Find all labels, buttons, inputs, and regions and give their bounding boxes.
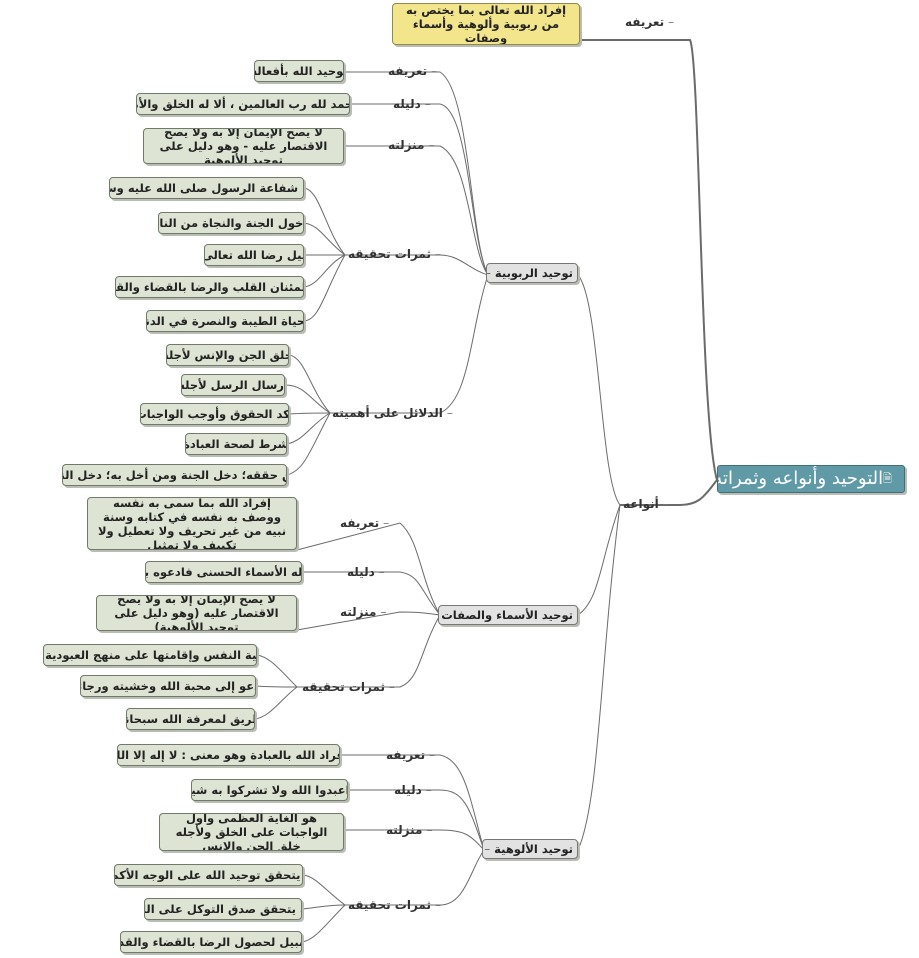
root-topic[interactable]: 🗎 التوحيد وأنواعه وثمراته (717, 465, 905, 493)
worship-status-node[interactable]: هو الغاية العظمى وأول الواجبات على الخلق… (159, 813, 344, 851)
lordship-fruit-item[interactable]: اطمئنان القلب والرضا بالقضاء والقدر (115, 276, 304, 298)
names-evidence-node[interactable]: ولله الأسماء الحسنى فادعوه بها (145, 561, 302, 583)
worship-evidence-label[interactable]: –دليله (394, 783, 432, 797)
lordship-evidence-node[interactable]: الحمد لله رب العالمين ، ألا له الخلق وال… (136, 93, 350, 115)
names-status-node[interactable]: لا يصح الإيمان إلا به ولا يصح الاقتصار ع… (96, 595, 297, 631)
names-branch[interactable]: توحيد الأسماء والصفات– (438, 605, 578, 625)
worship-branch[interactable]: توحيد الألوهية– (482, 839, 578, 859)
worship-fruit-item[interactable]: سبيل لحصول الرضا بالقضاء والقدر (120, 931, 302, 953)
worship-definition-node[interactable]: إفراد الله بالعبادة وهو معنى : لا إله إل… (117, 744, 340, 766)
names-evidence-label[interactable]: –دليله (347, 565, 385, 579)
names-fruits-label[interactable]: –ثمرات تحقيقه (302, 680, 395, 694)
lordship-importance-item[interactable]: خلق الجن والإنس لأجله (166, 344, 289, 366)
names-fruit-item[interactable]: تزكية النفس وإقامتها على منهج العبودية ل… (43, 644, 257, 666)
worship-fruits-label[interactable]: –ثمرات تحقيقه (348, 898, 441, 912)
definition-node[interactable]: إفراد الله تعالى بما يختص به من ربوبية و… (392, 3, 580, 45)
names-definition-label[interactable]: –تعريفه (340, 516, 390, 530)
names-status-label[interactable]: –منزلته (340, 605, 387, 619)
lordship-status-label[interactable]: –منزلته (388, 138, 435, 152)
lordship-branch[interactable]: توحيد الربوبية– (486, 263, 578, 283)
lordship-importance-item[interactable]: إرسال الرسل لأجله (181, 374, 285, 396)
collapse-icon[interactable]: – (484, 842, 491, 856)
names-fruit-item[interactable]: طريق لمعرفة الله سبحانه (126, 708, 255, 730)
lordship-evidence-label[interactable]: –دليله (393, 97, 431, 111)
root-title: التوحيد وأنواعه وثمراته (717, 468, 884, 489)
collapse-icon[interactable]: – (487, 266, 491, 280)
lordship-fruit-item[interactable]: دخول الجنة والنجاة من النار (158, 212, 304, 234)
worship-definition-label[interactable]: –تعريفه (386, 748, 436, 762)
lordship-fruit-item[interactable]: الحياة الطيبة والنصرة في الدنيا (146, 310, 304, 332)
names-fruit-item[interactable]: يدعو إلى محبة الله وخشيته ورجائه (80, 675, 256, 697)
types-label[interactable]: –أنواعه (623, 497, 669, 511)
worship-fruit-item[interactable]: به يتحقق توحيد الله على الوجه الأكمل (114, 864, 303, 886)
lordship-status-node[interactable]: لا يصح الإيمان إلا به ولا يصح الاقتصار ع… (143, 128, 344, 164)
lordship-importance-item[interactable]: آكد الحقوق وأوجب الواجبات (140, 403, 289, 425)
lordship-importance-item[interactable]: شرط لصحة العبادة (185, 433, 287, 455)
worship-evidence-node[interactable]: واعبدوا الله ولا تشركوا به شيئًا (191, 779, 348, 801)
definition-label[interactable]: –تعريفه (625, 15, 675, 29)
lordship-definition-node[interactable]: توحيد الله بأفعاله (254, 60, 344, 82)
lordship-importance-item[interactable]: من حققه؛ دخل الجنة ومن أخل به؛ دخل النار (62, 464, 287, 486)
worship-fruit-item[interactable]: به يتحقق صدق التوكل على الله (144, 898, 302, 920)
lordship-fruit-item[interactable]: نيل شفاعة الرسول صلى الله عليه وسلم (109, 177, 304, 199)
lordship-importance-label[interactable]: –الدلائل على أهميته (332, 406, 453, 420)
document-icon: 🗎 (883, 472, 892, 485)
lordship-fruits-label[interactable]: –ثمرات تحقيقه (348, 247, 441, 261)
names-definition-node[interactable]: إفراد الله بما سمى به نفسه ووصف به نفسه … (87, 497, 297, 550)
worship-status-label[interactable]: –منزلته (386, 823, 433, 837)
lordship-definition-label[interactable]: –تعريفه (388, 64, 438, 78)
lordship-fruit-item[interactable]: نيل رضا الله تعالى (204, 244, 304, 266)
